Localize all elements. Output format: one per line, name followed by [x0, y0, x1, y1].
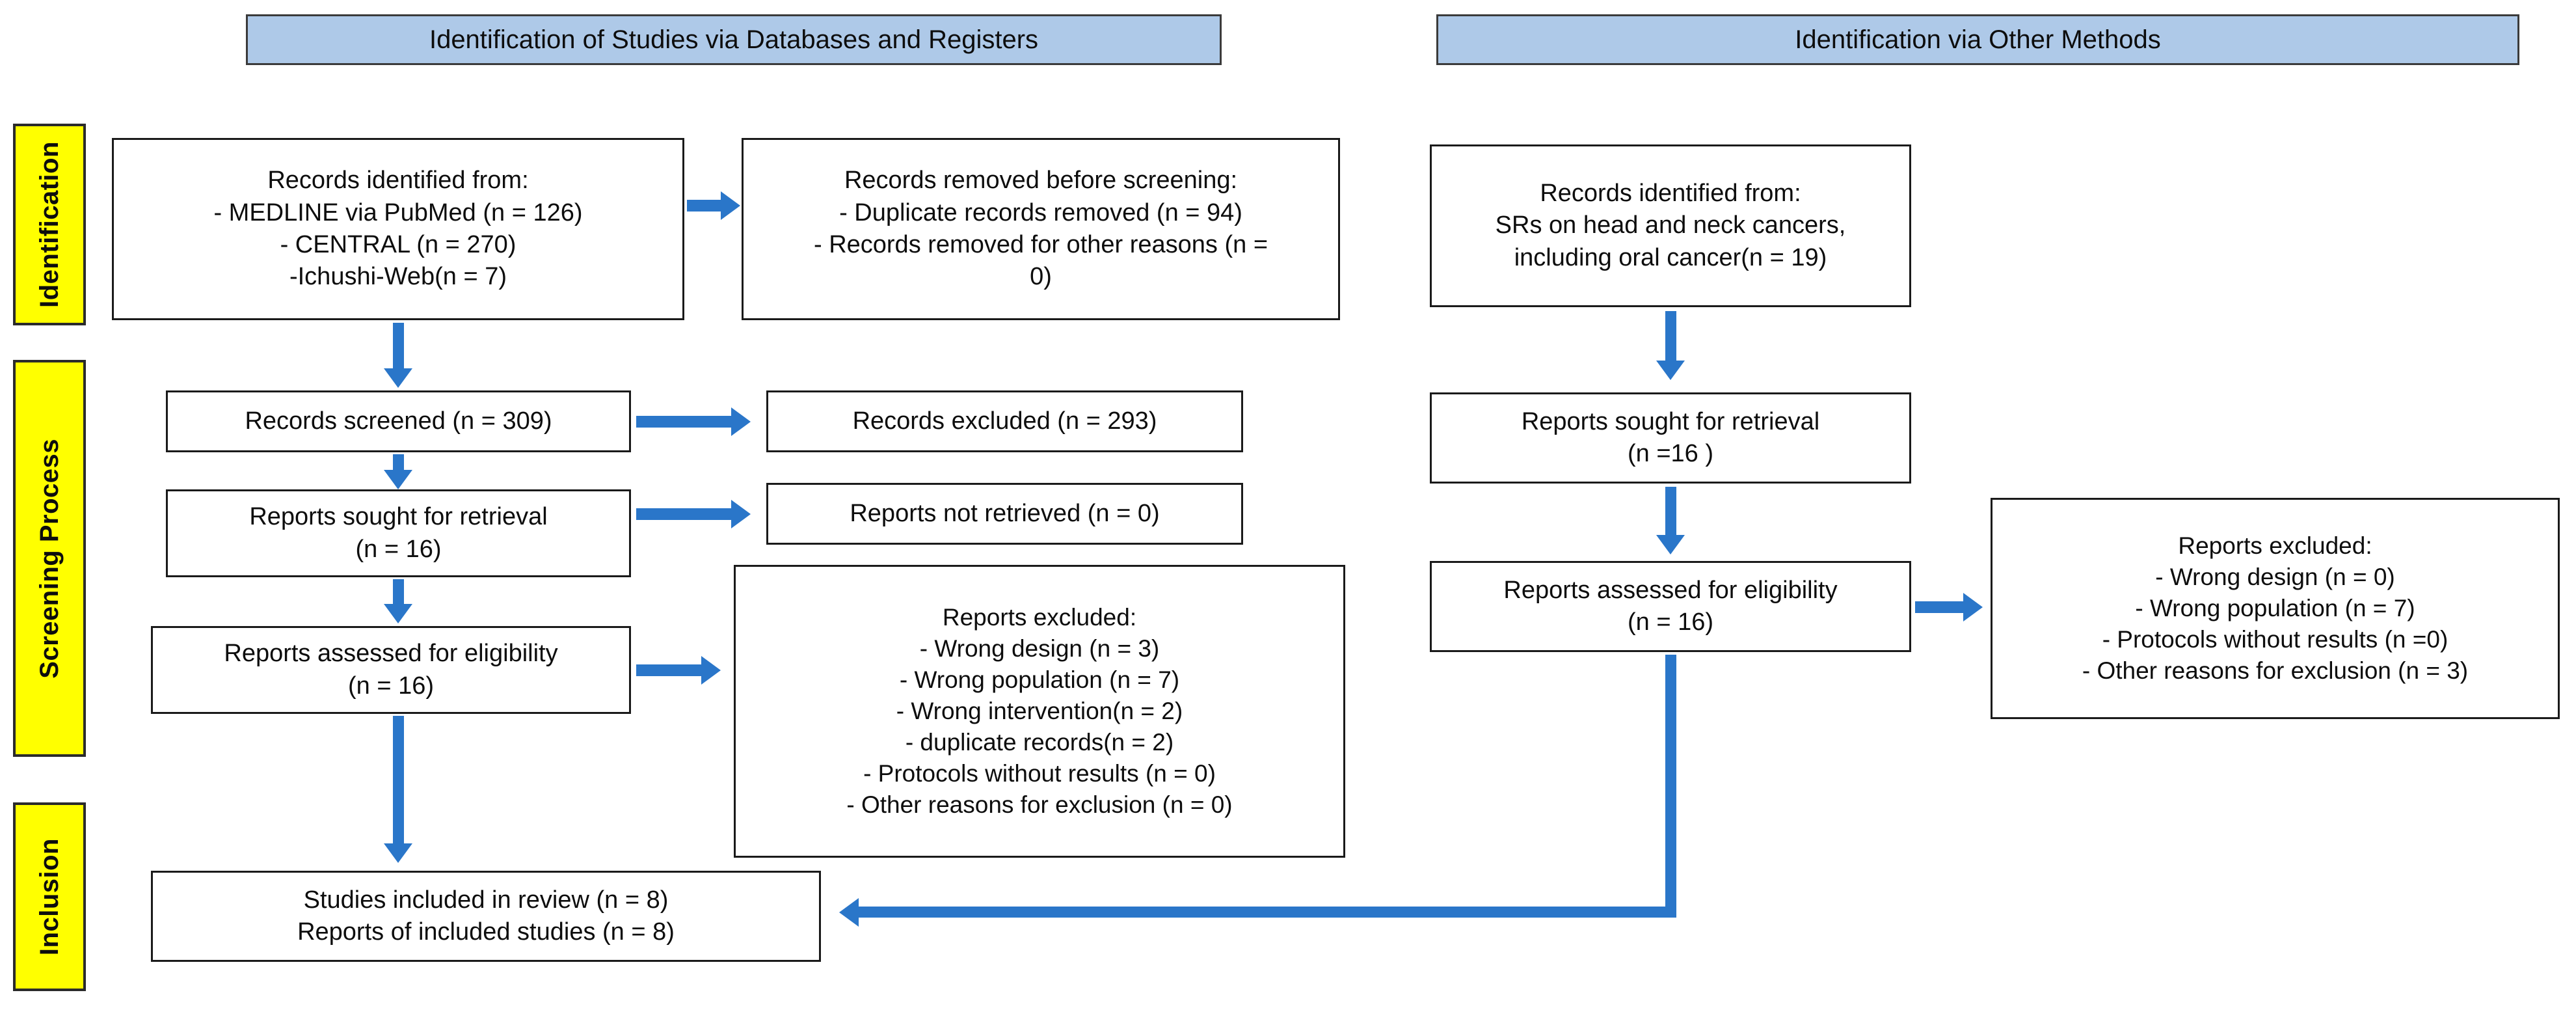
arrow-other-identified-to-sought-shaft: [1665, 311, 1676, 363]
box-line: Reports sought for retrieval: [1521, 407, 1820, 435]
box-line: SRs on head and neck cancers,: [1495, 212, 1846, 239]
box-line: - Wrong design (n = 0): [2155, 563, 2395, 590]
box-line: - CENTRAL (n = 270): [280, 231, 517, 258]
header-bar-databases: Identification of Studies via Databases …: [246, 14, 1222, 65]
box-line: Records removed before screening:: [844, 167, 1238, 195]
phase-label-screening: Screening Process: [13, 360, 86, 757]
box-line: Studies included in review (n = 8): [303, 886, 669, 914]
phase-label-identification: Identification: [13, 124, 86, 325]
box-line: including oral cancer(n = 19): [1514, 243, 1827, 271]
arrow-other-identified-to-sought-head: [1656, 361, 1685, 380]
box-line: - Records removed for other reasons (n =: [813, 231, 1268, 258]
box-records-identified-databases: Records identified from: - MEDLINE via P…: [112, 138, 684, 320]
box-line: Reports excluded:: [942, 603, 1137, 631]
arrow-sought-to-not-retrieved-head: [731, 500, 751, 528]
box-line: Reports sought for retrieval: [249, 503, 548, 531]
arrow-identified-to-removed-shaft: [687, 200, 723, 212]
box-line: (n = 16): [347, 672, 435, 700]
arrow-assessed-to-included-shaft: [393, 716, 404, 846]
box-line: (n = 16): [1627, 608, 1714, 636]
box-line: Reports assessed for eligibility: [1503, 576, 1838, 604]
box-line: - Protocols without results (n =0): [2102, 626, 2449, 653]
box-line: - Other reasons for exclusion (n = 3): [2082, 657, 2469, 685]
arrow-other-to-included-head: [839, 898, 859, 927]
box-reports-assessed-eligibility-left: Reports assessed for eligibility (n = 16…: [151, 626, 631, 714]
arrow-assessed-to-excluded-head: [701, 656, 721, 685]
box-reports-excluded-left: Reports excluded: - Wrong design (n = 3)…: [734, 565, 1345, 858]
box-line: 0): [1030, 263, 1052, 291]
arrow-assessed-to-excluded-shaft: [636, 664, 704, 676]
box-studies-included: Studies included in review (n = 8) Repor…: [151, 871, 821, 962]
box-line: - Wrong design (n = 3): [919, 635, 1160, 662]
arrow-assessed-to-included-head: [384, 843, 412, 863]
arrow-identified-to-screened-shaft: [393, 323, 404, 370]
box-reports-assessed-eligibility-right: Reports assessed for eligibility (n = 16…: [1430, 561, 1911, 652]
phase-label-screening-text: Screening Process: [34, 438, 64, 679]
box-records-removed-before-screening: Records removed before screening: - Dupl…: [742, 138, 1340, 320]
box-line: - Other reasons for exclusion (n = 0): [846, 791, 1233, 819]
box-records-identified-other: Records identified from: SRs on head and…: [1430, 144, 1911, 307]
arrow-sought-to-assessed-shaft: [393, 579, 404, 607]
box-line: - Protocols without results (n = 0): [863, 760, 1216, 787]
arrow-identified-to-screened-head: [384, 368, 412, 388]
arrow-screened-to-excluded-head: [731, 407, 751, 436]
box-line: Reports not retrieved (n = 0): [850, 499, 1160, 527]
arrow-identified-to-removed-head: [721, 191, 740, 220]
arrow-other-sought-to-assessed-shaft: [1665, 487, 1676, 538]
box-reports-sought-retrieval-right: Reports sought for retrieval (n =16 ): [1430, 392, 1911, 484]
arrow-screened-to-sought-head: [384, 470, 412, 489]
box-line: Records screened (n = 309): [245, 407, 552, 435]
box-line: Reports assessed for eligibility: [224, 640, 558, 668]
header-bar-databases-label: Identification of Studies via Databases …: [429, 25, 1039, 54]
phase-label-identification-text: Identification: [34, 141, 64, 308]
box-line: -Ichushi-Web(n = 7): [289, 263, 507, 291]
box-records-excluded: Records excluded (n = 293): [766, 390, 1243, 452]
arrow-other-assessed-to-excluded-head: [1963, 593, 1983, 621]
box-line: (n =16 ): [1627, 440, 1714, 467]
box-line: Records excluded (n = 293): [852, 407, 1157, 435]
phase-label-inclusion: Inclusion: [13, 802, 86, 991]
arrow-sought-to-not-retrieved-shaft: [636, 508, 734, 520]
header-bar-other-methods: Identification via Other Methods: [1436, 14, 2519, 65]
arrow-sought-to-assessed-head: [384, 604, 412, 623]
box-line: - duplicate records(n = 2): [905, 729, 1174, 756]
header-bar-other-methods-label: Identification via Other Methods: [1795, 25, 2161, 54]
box-line: Records identified from:: [267, 167, 529, 195]
box-line: - Wrong intervention(n = 2): [896, 697, 1183, 724]
arrow-other-to-included-horizontal: [859, 907, 1676, 918]
box-records-screened: Records screened (n = 309): [166, 390, 631, 452]
box-line: Records identified from:: [1540, 179, 1801, 207]
arrow-screened-to-sought-shaft: [393, 454, 404, 472]
box-line: Reports excluded:: [2178, 532, 2372, 559]
box-reports-sought-retrieval-left: Reports sought for retrieval (n = 16): [166, 489, 631, 577]
arrow-other-to-included-vertical: [1665, 655, 1676, 912]
box-line: - Wrong population (n = 7): [2135, 594, 2415, 621]
box-line: Reports of included studies (n = 8): [297, 918, 675, 946]
box-line: (n = 16): [355, 535, 442, 563]
arrow-other-sought-to-assessed-head: [1656, 535, 1685, 554]
arrow-screened-to-excluded-shaft: [636, 416, 734, 428]
box-line: - MEDLINE via PubMed (n = 126): [213, 198, 583, 226]
box-line: - Wrong population (n = 7): [899, 666, 1180, 693]
box-reports-excluded-right: Reports excluded: - Wrong design (n = 0)…: [1991, 498, 2560, 719]
arrow-other-assessed-to-excluded-shaft: [1915, 601, 1966, 613]
box-line: - Duplicate records removed (n = 94): [839, 198, 1242, 226]
box-reports-not-retrieved: Reports not retrieved (n = 0): [766, 483, 1243, 545]
phase-label-inclusion-text: Inclusion: [34, 838, 64, 956]
